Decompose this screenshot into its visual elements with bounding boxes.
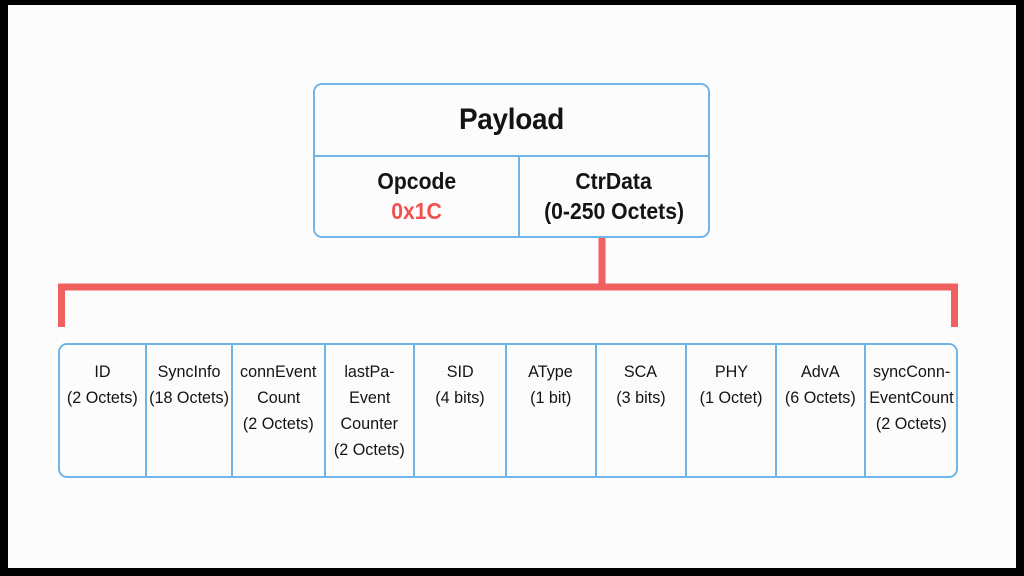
field-detail: (1 bit) [530, 388, 572, 407]
field-name: AType [528, 362, 574, 381]
field-detail: (1 Octet) [699, 388, 763, 407]
ctrdata-fields-table: ID(2 Octets)SyncInfo(18 Octets)connEvent… [58, 343, 958, 478]
payload-packet-box: Payload Opcode 0x1C CtrData (0-250 Octet… [313, 83, 710, 238]
field-detail: EventCount [868, 388, 954, 407]
field-detail: Event [348, 388, 391, 407]
ctrdata-size: (0-250 Octets) [544, 198, 684, 224]
diagram-canvas: Payload Opcode 0x1C CtrData (0-250 Octet… [8, 5, 1016, 568]
ctrdata-field-cell: syncConn- EventCount (2 Octets) [866, 345, 956, 476]
field-name: ID [94, 362, 111, 381]
ctrdata-field-cell: AType (1 bit) [507, 345, 597, 476]
ctrdata-field-cell: AdvA (6 Octets) [777, 345, 867, 476]
field-name: SyncInfo [157, 362, 221, 381]
field-name: SCA [624, 362, 658, 381]
ctrdata-field-cell: SyncInfo (18 Octets) [147, 345, 234, 476]
field-detail: (6 Octets) [785, 388, 857, 407]
ctrdata-field-cell: ID (2 Octets) [60, 345, 147, 476]
field-name: connEvent [240, 362, 317, 381]
field-detail: Count [256, 388, 301, 407]
field-name: lastPa- [344, 362, 395, 381]
opcode-label: Opcode [377, 167, 456, 194]
field-detail: (4 bits) [435, 388, 485, 407]
field-detail: (2 Octets) [243, 414, 314, 433]
opcode-value: 0x1C [391, 198, 442, 224]
page-title: Payload [458, 103, 565, 136]
field-name: syncConn- [872, 362, 950, 381]
field-detail: (2 Octets) [875, 414, 947, 433]
field-name: AdvA [801, 362, 840, 381]
field-detail: Counter [340, 414, 399, 433]
payload-fields-row: Opcode 0x1C CtrData (0-250 Octets) [315, 157, 708, 236]
field-name: SID [446, 362, 474, 381]
field-detail: (2 Octets) [66, 388, 138, 407]
field-detail: (3 bits) [616, 388, 666, 407]
field-detail: (18 Octets) [148, 388, 229, 407]
field-name: PHY [714, 362, 748, 381]
ctrdata-field-cell: SCA (3 bits) [597, 345, 688, 476]
payload-title-row: Payload [315, 85, 708, 157]
ctrdata-label: CtrData [575, 167, 653, 194]
ctrdata-field-cell: SID (4 bits) [415, 345, 507, 476]
payload-field-opcode: Opcode 0x1C [315, 157, 520, 236]
payload-field-ctrdata: CtrData (0-250 Octets) [520, 157, 708, 236]
ctrdata-field-cell: PHY (1 Octet) [687, 345, 777, 476]
field-detail: (2 Octets) [334, 440, 406, 459]
